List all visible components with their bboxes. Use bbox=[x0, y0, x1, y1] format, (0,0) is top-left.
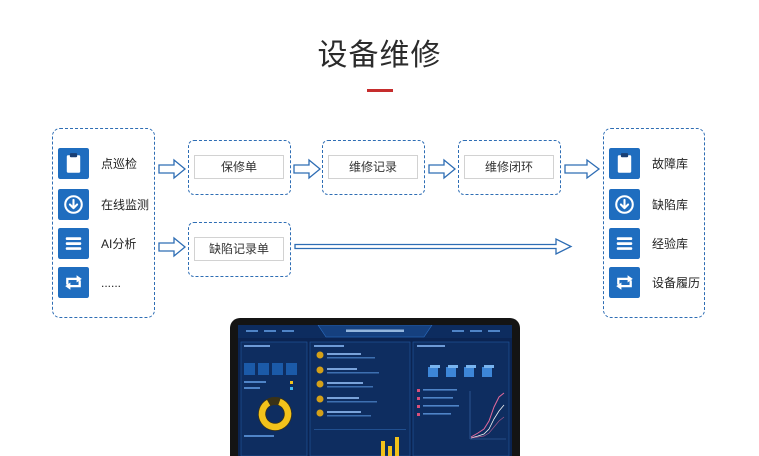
dashboard-monitor bbox=[230, 318, 520, 456]
step-label: 缺陷记录单 bbox=[194, 237, 284, 261]
step-repair-record: 维修记录 bbox=[322, 140, 425, 195]
donut-chart bbox=[258, 397, 292, 431]
flow-arrow-record-to-closed-loop bbox=[428, 158, 457, 180]
list-icon bbox=[609, 228, 640, 259]
source-item-label: 点巡检 bbox=[101, 157, 138, 171]
source-item-label: AI分析 bbox=[101, 237, 137, 251]
dashboard-screen bbox=[238, 325, 512, 456]
dashboard-event-list bbox=[316, 351, 379, 417]
dashboard-right-panel bbox=[412, 341, 510, 456]
flow-arrow-source-to-repair-order bbox=[158, 158, 187, 180]
flow-arrow-source-to-defect-record bbox=[158, 236, 187, 258]
library-item-label: 设备履历 bbox=[652, 276, 701, 290]
library-item-label: 缺陷库 bbox=[652, 198, 689, 212]
step-label: 维修闭环 bbox=[464, 155, 554, 179]
clipboard-icon bbox=[58, 148, 89, 179]
library-item-experience: 经验库 bbox=[609, 228, 688, 259]
dashboard-left-panel bbox=[240, 341, 308, 456]
source-item-ai-analysis: AI分析 bbox=[58, 228, 136, 259]
step-label: 保修单 bbox=[194, 155, 284, 179]
loop-arrows-icon bbox=[609, 267, 640, 298]
title-underline bbox=[367, 89, 393, 92]
source-item-label: 在线监测 bbox=[101, 198, 150, 212]
step-defect-record: 缺陷记录单 bbox=[188, 222, 291, 277]
step-repair-order: 保修单 bbox=[188, 140, 291, 195]
dashboard-bar-chart bbox=[381, 437, 399, 456]
step-repair-closed-loop: 维修闭环 bbox=[458, 140, 561, 195]
dashboard-middle-panel bbox=[309, 341, 411, 456]
library-group: 故障库 缺陷库 经验库 设备履历 bbox=[603, 128, 705, 318]
dashboard-status-cubes bbox=[428, 365, 494, 377]
library-item-defect: 缺陷库 bbox=[609, 189, 688, 220]
step-label: 维修记录 bbox=[328, 155, 418, 179]
circle-down-arrow-icon bbox=[609, 189, 640, 220]
clipboard-icon bbox=[609, 148, 640, 179]
source-item-label: ...... bbox=[101, 275, 122, 290]
list-icon bbox=[58, 228, 89, 259]
library-item-label: 经验库 bbox=[652, 237, 689, 251]
long-flow-arrow-defect-to-libraries bbox=[294, 237, 573, 256]
source-group: 点巡检 在线监测 AI分析 ...... bbox=[52, 128, 155, 318]
loop-arrows-icon bbox=[58, 267, 89, 298]
circle-down-arrow-icon bbox=[58, 189, 89, 220]
source-item-more: ...... bbox=[58, 267, 121, 298]
source-item-online-monitoring: 在线监测 bbox=[58, 189, 149, 220]
dashboard-line-chart bbox=[469, 391, 506, 440]
page-title: 设备维修 bbox=[317, 39, 442, 72]
dashboard-header bbox=[238, 325, 512, 338]
library-item-fault: 故障库 bbox=[609, 148, 688, 179]
flow-arrow-order-to-record bbox=[293, 158, 322, 180]
library-item-equipment-history: 设备履历 bbox=[609, 267, 700, 298]
flow-arrow-closed-loop-to-libraries bbox=[564, 158, 601, 180]
source-item-inspection: 点巡检 bbox=[58, 148, 137, 179]
library-item-label: 故障库 bbox=[652, 157, 689, 171]
